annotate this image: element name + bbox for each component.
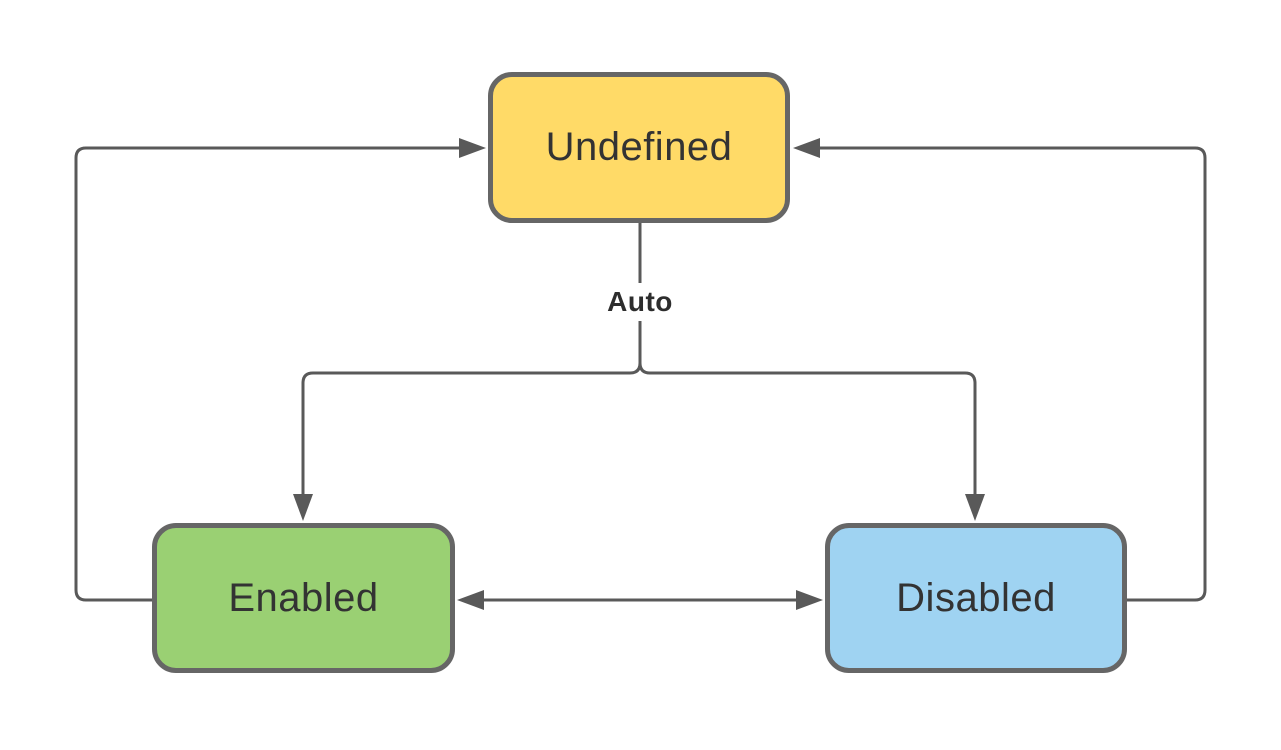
node-undefined: Undefined — [488, 72, 790, 223]
edge-label-auto: Auto — [599, 283, 681, 321]
edge-enabled-disabled-bidirectional — [457, 590, 823, 610]
edge-auto-branch — [293, 223, 985, 521]
arrowhead-into-undefined-right — [793, 138, 820, 158]
edge-enabled-to-undefined-line — [74, 146, 460, 602]
edge-disabled-to-undefined-line — [820, 146, 1207, 602]
arrowhead-into-enabled-right — [457, 590, 484, 610]
arrowhead-into-disabled-top — [965, 494, 985, 521]
arrowhead-into-undefined-left — [459, 138, 486, 158]
edge-enabled-to-undefined — [74, 138, 486, 602]
node-disabled-label: Disabled — [896, 575, 1056, 620]
node-disabled: Disabled — [825, 523, 1127, 673]
node-undefined-label: Undefined — [545, 125, 733, 169]
node-enabled-label: Enabled — [228, 575, 379, 620]
edge-auto-branch-left-line — [301, 223, 642, 496]
arrowhead-into-disabled-left — [796, 590, 823, 610]
edge-auto-branch-right-line — [638, 362, 977, 496]
edge-disabled-to-undefined — [793, 138, 1207, 602]
arrowhead-into-enabled-top — [293, 494, 313, 521]
node-enabled: Enabled — [152, 523, 455, 673]
